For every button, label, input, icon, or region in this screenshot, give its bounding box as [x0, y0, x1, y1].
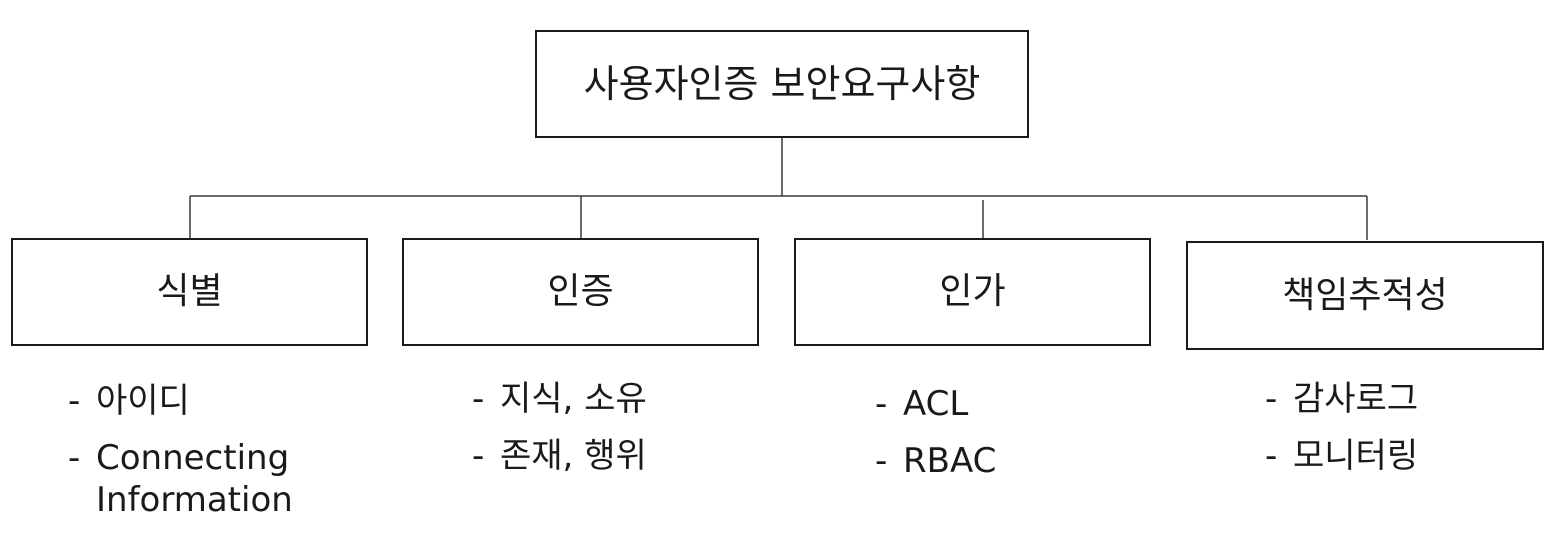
item-text: ACL: [903, 384, 969, 424]
bullet-dash: -: [1265, 435, 1278, 476]
bullet-dash: -: [68, 381, 81, 421]
item-text: 아이디: [96, 381, 190, 421]
item-list-identification: -아이디 -Connecting Information: [68, 380, 293, 536]
list-item: -Connecting Information: [68, 437, 293, 522]
item-text: 모니터링: [1293, 435, 1419, 476]
bullet-dash: -: [1265, 379, 1278, 419]
item-text: 감사로그: [1293, 379, 1419, 419]
bullet-dash: -: [875, 384, 888, 424]
category-node-accountability: 책임추적성: [1186, 241, 1544, 350]
item-list-authorization: -ACL -RBAC: [875, 383, 996, 496]
bullet-dash: -: [875, 440, 888, 481]
item-list-authentication: -지식, 소유 -존재, 행위: [472, 378, 647, 491]
list-item: -아이디: [68, 380, 293, 423]
list-item: -감사로그: [1265, 378, 1418, 421]
root-node: 사용자인증 보안요구사항: [535, 30, 1029, 138]
root-node-label: 사용자인증 보안요구사항: [583, 62, 981, 106]
category-node-identification: 식별: [11, 238, 368, 346]
list-item: -지식, 소유: [472, 378, 647, 421]
item-text: 존재, 행위: [500, 435, 647, 476]
bullet-dash: -: [68, 437, 81, 478]
category-node-authentication: 인증: [402, 238, 759, 346]
item-text: Connecting Information: [96, 437, 293, 521]
item-list-accountability: -감사로그 -모니터링: [1265, 378, 1418, 491]
category-label: 책임추적성: [1282, 274, 1448, 316]
list-item: -RBAC: [875, 440, 996, 483]
category-node-authorization: 인가: [794, 238, 1151, 346]
category-label: 식별: [156, 271, 223, 312]
bullet-dash: -: [472, 435, 485, 476]
category-label: 인가: [939, 271, 1006, 312]
bullet-dash: -: [472, 379, 485, 419]
list-item: -모니터링: [1265, 435, 1418, 478]
category-label: 인증: [547, 271, 614, 312]
item-text: 지식, 소유: [500, 379, 647, 419]
item-text: RBAC: [903, 440, 997, 481]
list-item: -존재, 행위: [472, 435, 647, 478]
list-item: -ACL: [875, 383, 996, 426]
